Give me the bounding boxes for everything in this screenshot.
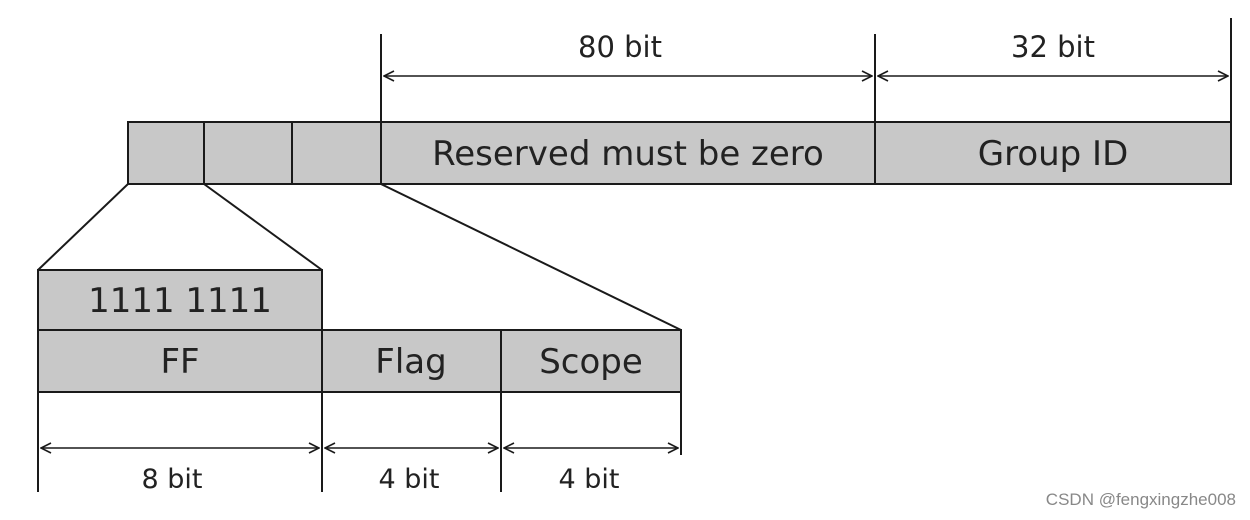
prefix-cell-scope — [291, 121, 382, 185]
dim-label-group: 32 bit — [1011, 30, 1095, 64]
expansion-line-scope-right — [380, 183, 682, 331]
expansion-lines — [37, 183, 682, 331]
bottom-dimensions: 8 bit 4 bit 4 bit — [37, 392, 682, 495]
flag-label: Flag — [375, 342, 446, 382]
expansion-line-left — [37, 183, 129, 271]
dim-label-flag: 4 bit — [379, 464, 440, 495]
top-dimensions: 80 bit 32 bit — [380, 18, 1232, 122]
reserved-label: Reserved must be zero — [432, 134, 824, 174]
prefix-cell-ff — [127, 121, 205, 185]
top-row: Reserved must be zero Group ID — [127, 121, 1232, 185]
bits-cell — [37, 269, 323, 331]
expansion-line-ff-right — [203, 183, 323, 271]
watermark: CSDN @fengxingzhe008 — [1046, 490, 1236, 509]
dim-label-ff: 8 bit — [142, 464, 203, 495]
scope-label: Scope — [539, 342, 643, 382]
scope-cell — [500, 329, 682, 393]
ff-label: FF — [160, 342, 199, 382]
prefix-cell-flag — [203, 121, 293, 185]
detail-row: 1111 1111 FF Flag Scope — [37, 269, 682, 393]
group-id-label: Group ID — [978, 134, 1129, 174]
group-id-field — [874, 121, 1232, 185]
dim-label-scope: 4 bit — [559, 464, 620, 495]
reserved-field — [380, 121, 876, 185]
bits-label: 1111 1111 — [88, 281, 272, 321]
dim-label-reserved: 80 bit — [578, 30, 662, 64]
